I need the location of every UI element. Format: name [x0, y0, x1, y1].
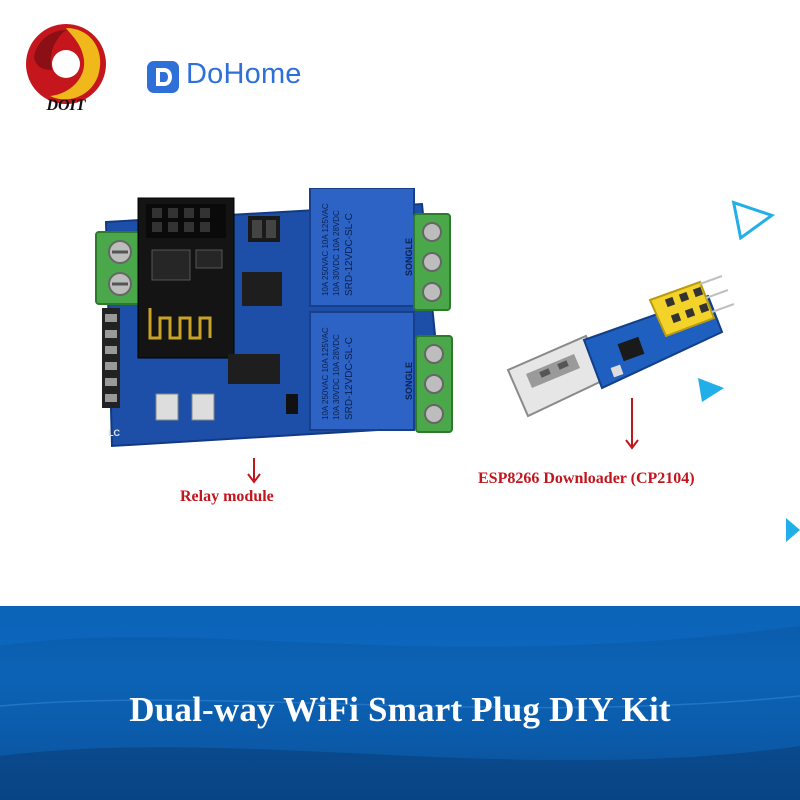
- output-terminal-top: [413, 213, 451, 311]
- relay-top-model: SRD-12VDC-SL-C: [344, 213, 355, 296]
- dohome-logo: DoHome: [146, 56, 336, 98]
- output-terminal-bottom: [415, 335, 453, 433]
- relay-top-rating-2: 10A 30VDC 10A 28VDC: [332, 210, 341, 296]
- arrow-down-icon: [625, 398, 639, 450]
- jumper-header: [248, 216, 280, 242]
- pin-header: [102, 308, 120, 408]
- push-button-left: [155, 393, 179, 421]
- relay-module-board: LC 10A 250VAC 10A 125VAC 10A 30VDC 10A 2…: [92, 187, 472, 458]
- dohome-logo-text: DoHome: [186, 58, 302, 90]
- push-button-right: [191, 393, 215, 421]
- esp01-wifi-module: [137, 197, 235, 359]
- relay-bottom-brand: SONGLE: [404, 362, 414, 400]
- usb-downloader-dongle: [500, 270, 740, 430]
- title-banner: Dual-way WiFi Smart Plug DIY Kit: [0, 606, 800, 800]
- filled-triangle-decoration-edge: [786, 518, 800, 542]
- driver-chip: [228, 354, 280, 384]
- power-terminal-block: [95, 231, 145, 305]
- banner-pattern: [0, 606, 800, 800]
- relay-top-brand: SONGLE: [404, 238, 414, 276]
- banner-title: Dual-way WiFi Smart Plug DIY Kit: [129, 690, 671, 729]
- downloader-caption: ESP8266 Downloader (CP2104): [478, 470, 695, 487]
- doit-logo-text: DOIT: [45, 97, 86, 114]
- transistor: [286, 394, 298, 414]
- filled-triangle-decoration: [698, 378, 724, 402]
- esp-socket-header: [648, 275, 735, 338]
- chip-component: [242, 272, 282, 306]
- relay-bottom-model: SRD-12VDC-SL-C: [344, 337, 355, 420]
- outline-triangle-decoration: [731, 200, 776, 240]
- relay-top: 10A 250VAC 10A 125VAC 10A 30VDC 10A 28VD…: [309, 187, 415, 307]
- doit-logo: DOIT: [14, 18, 124, 118]
- relay-bottom: 10A 250VAC 10A 125VAC 10A 30VDC 10A 28VD…: [309, 311, 415, 431]
- relay-bottom-rating-2: 10A 30VDC 10A 28VDC: [332, 334, 341, 420]
- board-silk-mark: LC: [108, 428, 120, 438]
- relay-module-caption: Relay module: [180, 488, 274, 505]
- arrow-down-icon: [247, 458, 261, 484]
- relay-bottom-rating-1: 10A 250VAC 10A 125VAC: [321, 327, 330, 420]
- dohome-logo-icon: [147, 61, 179, 93]
- relay-top-rating-1: 10A 250VAC 10A 125VAC: [321, 203, 330, 296]
